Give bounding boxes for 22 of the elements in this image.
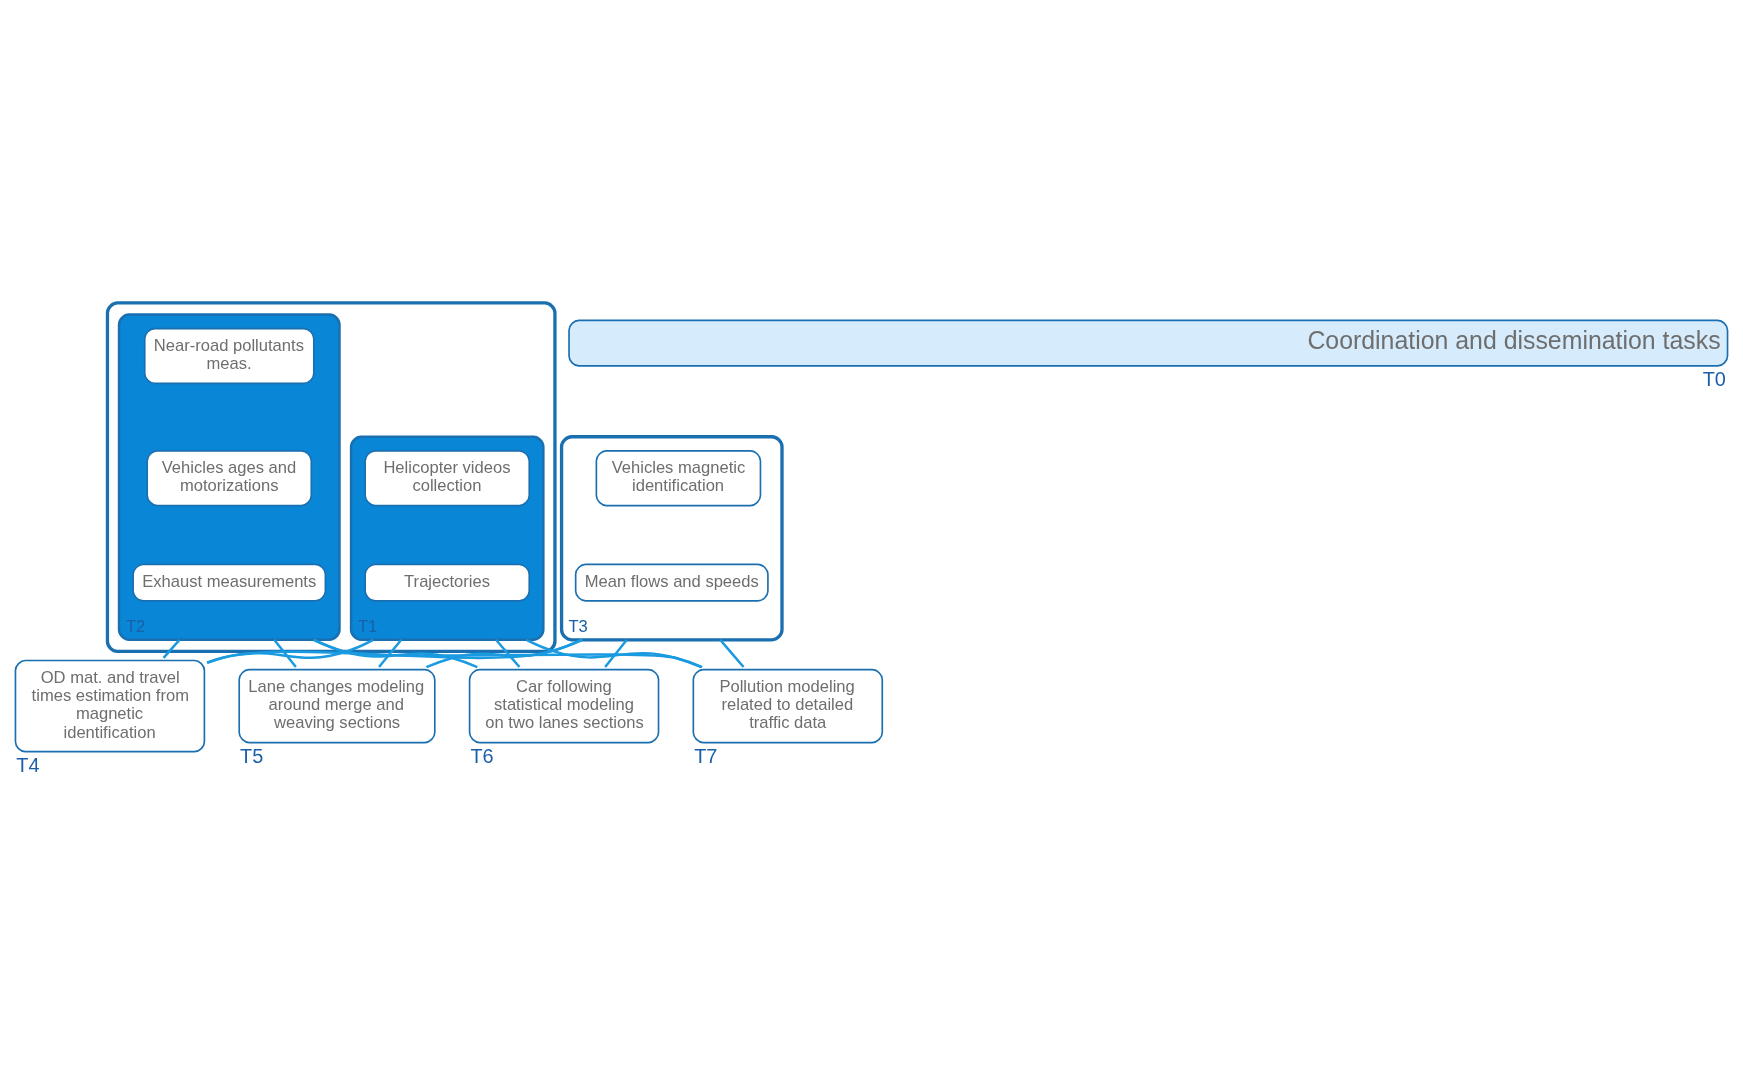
node-label: T6 xyxy=(470,744,494,767)
node-label: T7 xyxy=(694,744,718,767)
cluster xyxy=(349,435,545,641)
connector xyxy=(206,638,374,664)
connector xyxy=(495,638,521,668)
cluster xyxy=(117,312,341,641)
connector xyxy=(312,638,703,668)
connector xyxy=(313,638,478,668)
node-label: T3 xyxy=(568,616,588,636)
cluster xyxy=(559,434,784,641)
connector xyxy=(273,638,297,668)
connector xyxy=(425,638,582,668)
connector xyxy=(162,638,181,659)
connector xyxy=(206,638,584,664)
connector xyxy=(719,638,745,668)
node-label: T4 xyxy=(16,753,40,776)
connector xyxy=(378,638,403,668)
node-label: T0 xyxy=(1702,367,1726,390)
connector xyxy=(604,638,628,668)
node-label: T5 xyxy=(240,744,264,767)
cluster xyxy=(105,300,557,653)
connector xyxy=(525,638,702,668)
